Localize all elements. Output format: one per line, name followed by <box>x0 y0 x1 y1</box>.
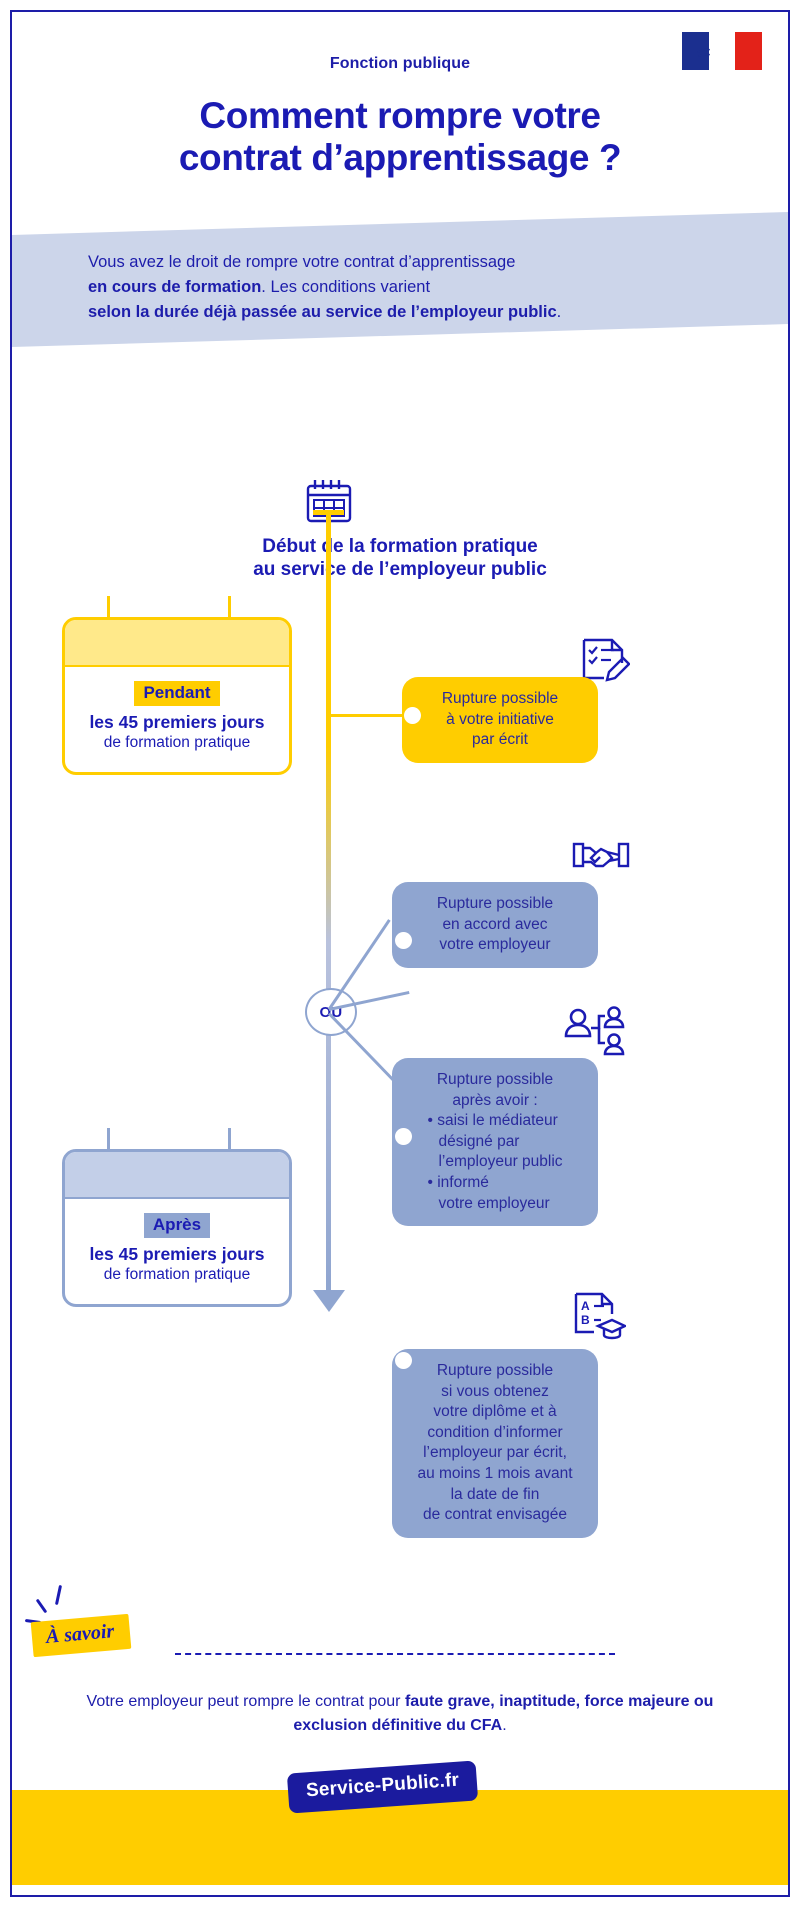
option-line: de contrat envisagée <box>423 1506 567 1524</box>
period-card-apres: Après les 45 premiers jours de formation… <box>62 1149 292 1308</box>
option-line: Rupture possible <box>441 690 559 707</box>
french-republic-flag-icon <box>682 32 763 70</box>
diploma-document-icon: A B <box>574 1292 626 1340</box>
connector-to-option-1 <box>329 714 403 717</box>
a-savoir-divider <box>175 1653 615 1655</box>
intro-part1: Vous avez le droit de rompre votre contr… <box>88 253 516 271</box>
option-line: au moins 1 mois avant <box>417 1465 573 1483</box>
svg-text:B: B <box>581 1313 590 1327</box>
timeline-start-line2: au service de l’employeur public <box>253 558 547 580</box>
flag-red-band <box>735 32 763 70</box>
period-line1: les 45 premiers jours <box>89 1244 265 1264</box>
option-line: si vous obtenez <box>441 1382 549 1400</box>
option-line: par écrit <box>472 731 528 749</box>
spark-line-1 <box>54 1584 63 1606</box>
option-lead-line: après avoir : <box>452 1091 538 1109</box>
option-bullet-line: saisi le médiateur <box>437 1112 558 1130</box>
option-card-mediateur: Rupture possible après avoir : • saisi l… <box>392 1058 598 1227</box>
timeline-start-line1: Début de la formation pratique <box>262 536 538 557</box>
connector-dot-3 <box>395 1128 412 1145</box>
option-line: à votre initiative <box>446 710 554 728</box>
option-line: l’employeur par écrit, <box>423 1444 567 1462</box>
a-savoir-text-part2: . <box>502 1717 507 1734</box>
period-chip-apres: Après <box>143 1213 211 1238</box>
calendar-ring-left-2 <box>228 596 231 636</box>
calendar-strip <box>65 1152 289 1199</box>
flag-blue-band <box>682 32 709 70</box>
option-line: Rupture possible <box>436 895 554 912</box>
spark-line-2 <box>35 1598 48 1614</box>
period-chip-pendant: Pendant <box>134 681 220 706</box>
period-card-body: Pendant les 45 premiers jours de formati… <box>65 667 289 772</box>
page-title-line1: Comment rompre votre <box>199 95 601 136</box>
option-bullet-line: désigné par <box>438 1132 520 1150</box>
option-lead-line: Rupture possible <box>436 1071 554 1088</box>
option-line: en accord avec <box>442 915 548 933</box>
mediator-people-icon <box>564 1006 625 1056</box>
option-bullet-list: • saisi le médiateur désigné par l’emplo… <box>427 1111 562 1214</box>
period-line1: les 45 premiers jours <box>89 712 265 732</box>
a-savoir-badge: À savoir <box>30 1613 132 1658</box>
connector-dot-4 <box>395 1352 412 1369</box>
intro-part2: . Les conditions varient <box>261 278 431 297</box>
option-card-accord: Rupture possible en accord avec votre em… <box>392 882 598 968</box>
option-line: la date de fin <box>450 1485 540 1503</box>
intro-text: Vous avez le droit de rompre votre contr… <box>88 250 708 325</box>
option-line: Rupture possible <box>436 1362 554 1379</box>
timeline-start-label: Début de la formation pratique au servic… <box>100 536 700 582</box>
option-line: condition d’informer <box>427 1423 563 1441</box>
option-line: votre diplôme et à <box>433 1403 557 1421</box>
period-line2: de formation pratique <box>103 734 251 751</box>
or-node: OU <box>305 988 357 1036</box>
intro-part3: . <box>556 303 562 322</box>
intro-bold2: selon la durée déjà passée au service de… <box>88 303 557 322</box>
eyebrow-label: Fonction publique <box>329 55 471 72</box>
connector-dot-2 <box>395 932 412 949</box>
calendar-ring-right-2 <box>228 1128 231 1168</box>
page-title-line2: contrat d’apprentissage ? <box>178 137 622 179</box>
intro-bold1: en cours de formation <box>88 278 262 297</box>
handshake-icon <box>572 842 630 868</box>
a-savoir-text-bold: faute grave, inaptitude, force majeure o… <box>293 1693 714 1734</box>
option-bullet-item: • saisi le médiateur désigné par l’emplo… <box>427 1112 563 1171</box>
connector-dot-1 <box>404 707 421 724</box>
period-card-body: Après les 45 premiers jours de formation… <box>65 1199 289 1304</box>
period-line2: de formation pratique <box>103 1266 251 1283</box>
a-savoir-text: Votre employeur peut rompre le contrat p… <box>80 1690 720 1738</box>
period-card-pendant: Pendant les 45 premiers jours de formati… <box>62 617 292 776</box>
marianne-silhouette-icon <box>696 38 723 63</box>
a-savoir-text-part1: Votre employeur peut rompre le contrat p… <box>86 1693 405 1710</box>
option-bullet-item: • informé votre employeur <box>427 1174 550 1212</box>
svg-text:A: A <box>581 1299 590 1313</box>
option-card-initiative: Rupture possible à votre initiative par … <box>402 677 598 763</box>
option-bullet-line: votre employeur <box>438 1194 550 1212</box>
option-line: votre employeur <box>439 936 551 954</box>
option-bullet-line: informé <box>437 1174 489 1192</box>
intro-band <box>12 212 788 347</box>
option-bullet-line: l’employeur public <box>438 1153 563 1171</box>
timeline-spine <box>326 510 331 1295</box>
flag-white-band <box>696 32 736 70</box>
calendar-ring-left-1 <box>107 596 110 636</box>
page-title: Comment rompre votre contrat d’apprentis… <box>40 95 760 179</box>
calendar-ring-right-1 <box>107 1128 110 1168</box>
calendar-strip <box>65 620 289 667</box>
timeline-arrow-icon <box>313 1290 345 1312</box>
option-card-diplome: Rupture possible si vous obtenez votre d… <box>392 1349 598 1538</box>
